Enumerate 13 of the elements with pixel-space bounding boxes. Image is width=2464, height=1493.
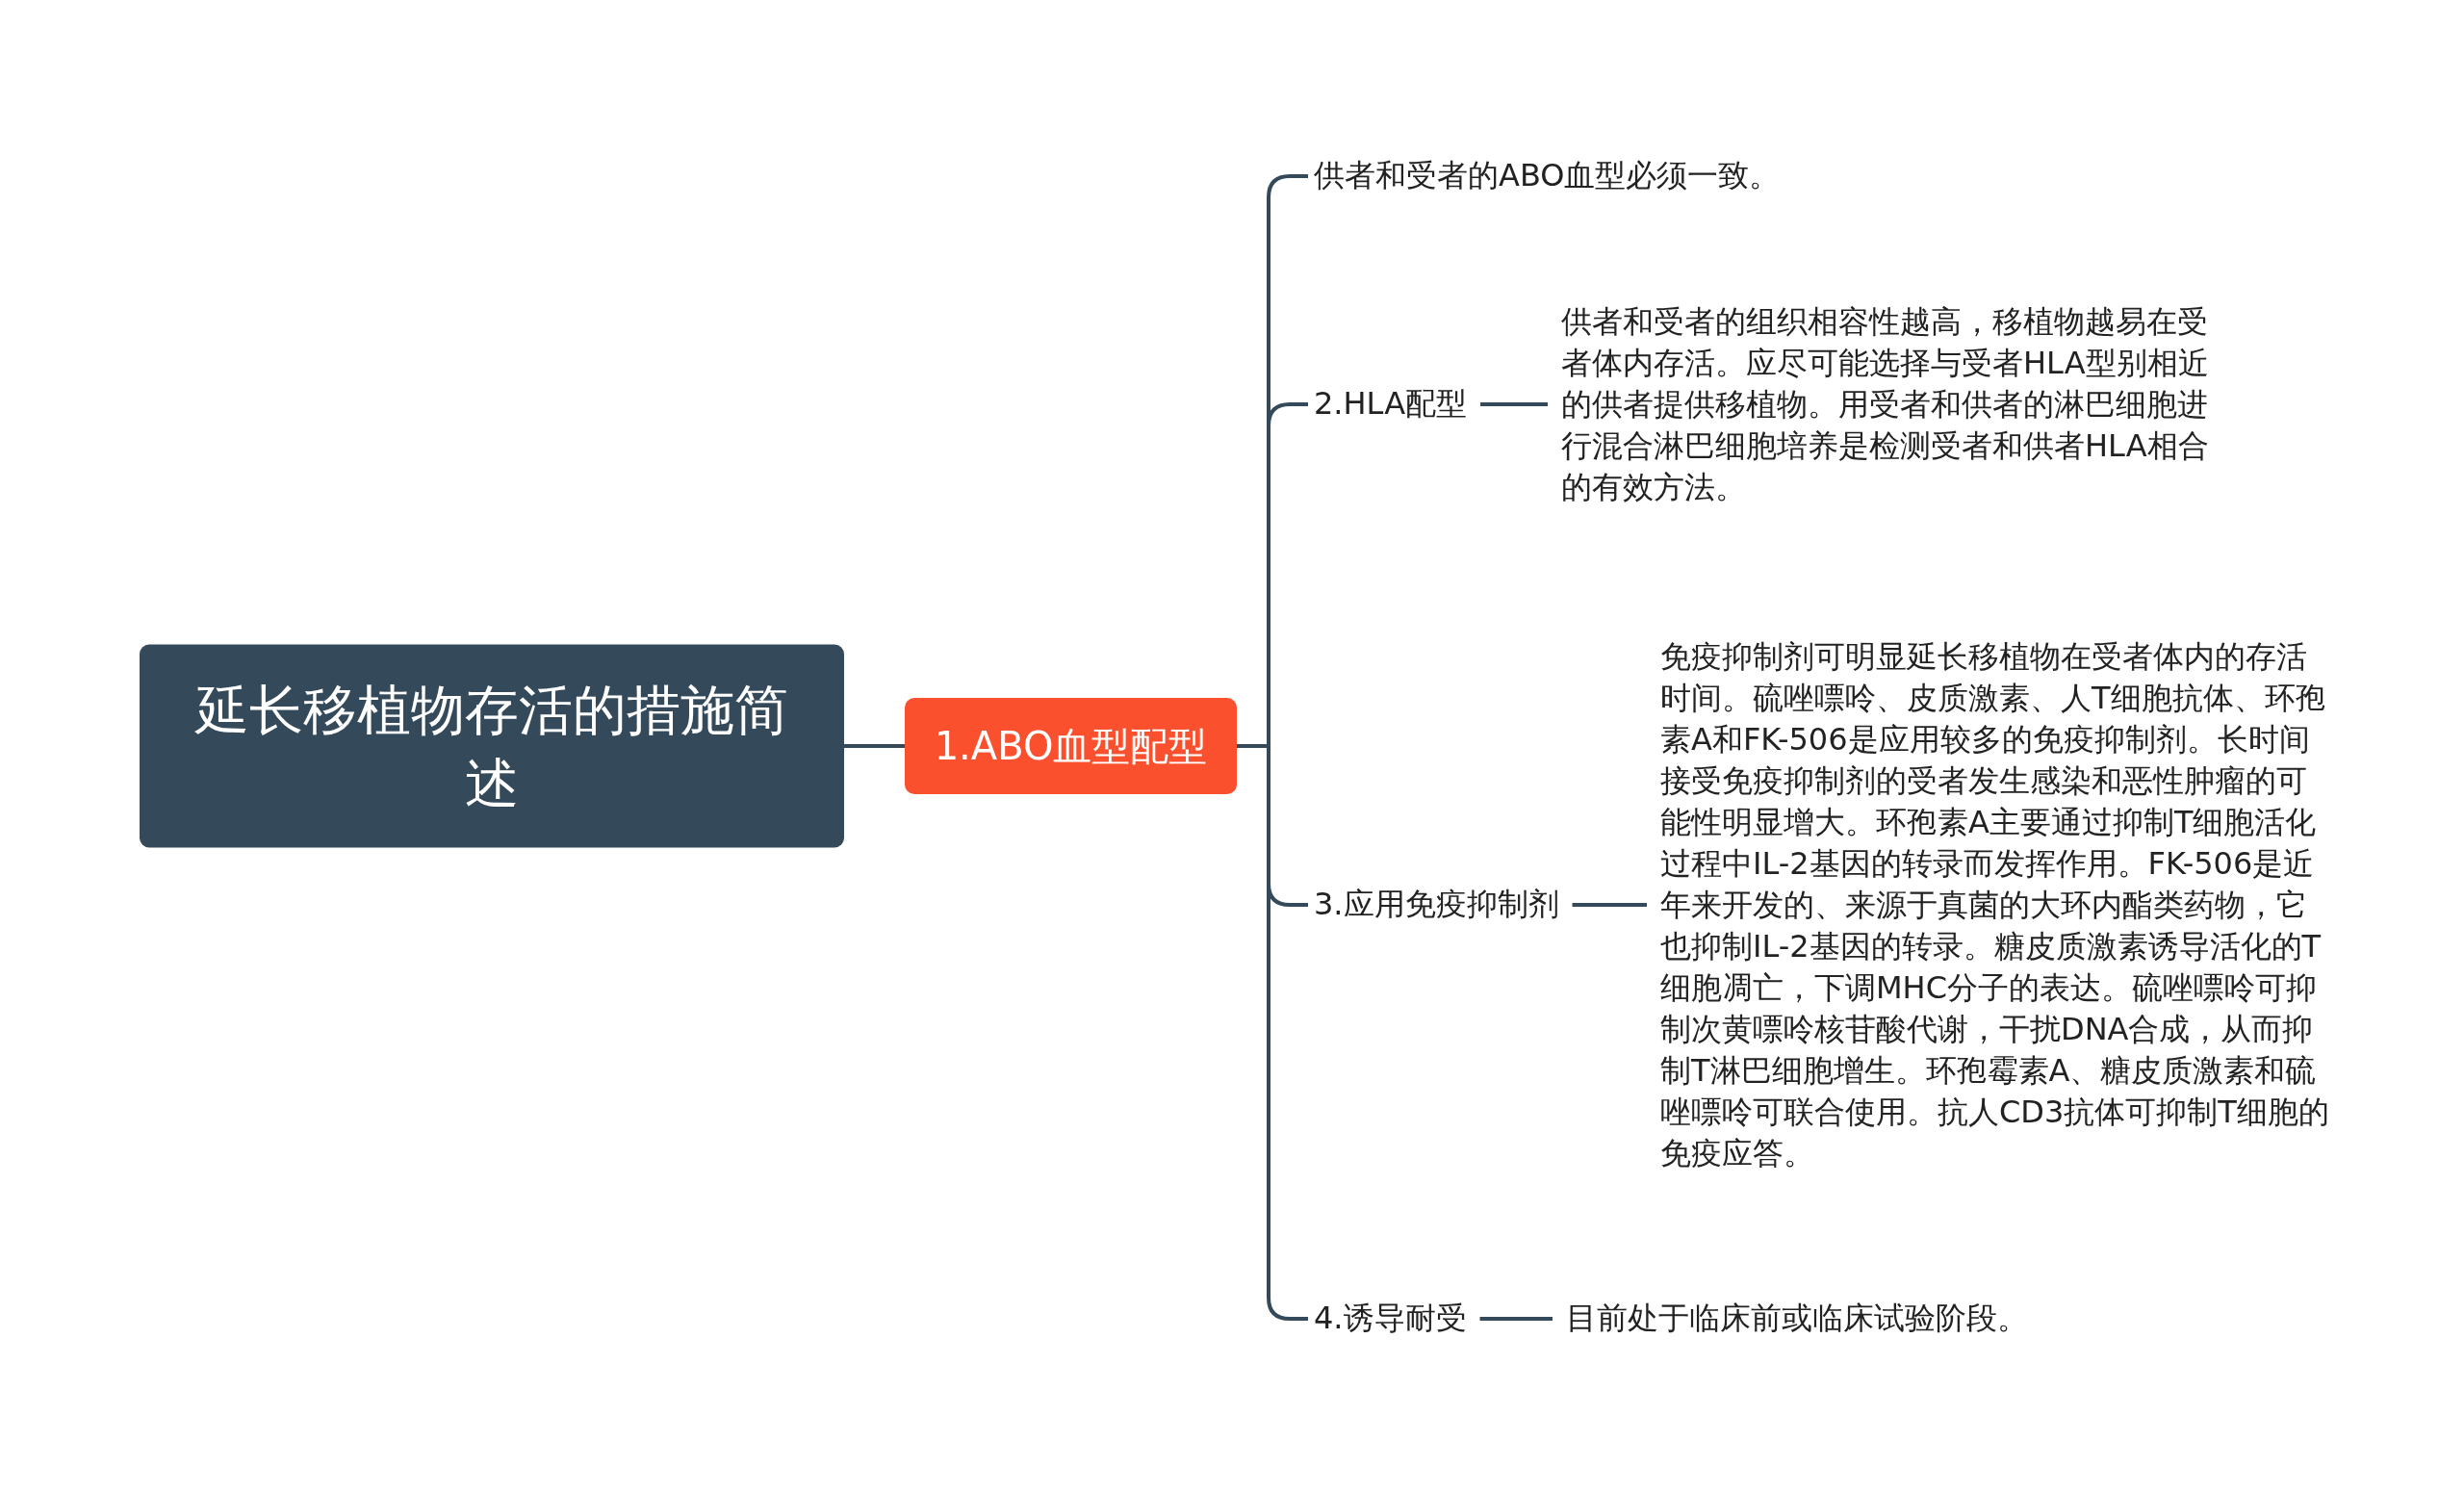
connector-line (1572, 903, 1647, 907)
topic-label: 4.诱导耐受 (1314, 1298, 1467, 1340)
topic-label: 目前处于临床前或临床试验阶段。 (1566, 1298, 2028, 1340)
topic-label: 2.HLA配型 (1314, 383, 1468, 425)
connector-line (844, 744, 905, 748)
detail-text: 供者和受者的组织相容性越高，移植物越易在受者体内存活。应尽可能选择与受者HLA型别相近的供者提供移植物。用受者和供者的淋巴细胞进行混合淋巴细胞培养是检测受者和供者HLA相合的有效方法。 (1561, 300, 2235, 508)
main-topic-box: 1.ABO血型配型 (905, 698, 1237, 794)
connector-line (1479, 1317, 1553, 1321)
topic-label: 3.应用免疫抑制剂 (1314, 884, 1559, 926)
connector-line (1480, 402, 1548, 406)
detail-text: 免疫抑制剂可明显延长移植物在受者体内的存活时间。硫唑嘌呤、皮质激素、人T细胞抗体、环孢素A和FK-506是应用较多的免疫抑制剂。长时间接受免疫抑制剂的受者发生感染和恶性肿瘤的可能性明显增大。环孢素A主要通过抑制T细胞活化过程中IL-2基因的转录而发挥作用。FK-506是近年来开发的、来源于真菌的大环内酯类药物，它也抑制IL-2基因的转录。糖皮质激素诱导活化的T细胞凋亡，下调MHC分子的表达。硫唑嘌呤可抑制次黄嘌呤核苷酸代谢，干扰DNA合成，从而抑制T淋巴细胞增生。环孢霉素A、糖皮质激素和硫唑嘌呤可联合使用。抗人CD3抗体可抑制T细胞的免疫应答。 (1660, 635, 2334, 1174)
root-topic-box: 延长移植物存活的措施简述 (140, 644, 844, 848)
topic-label: 供者和受者的ABO血型必须一致。 (1314, 155, 1781, 197)
